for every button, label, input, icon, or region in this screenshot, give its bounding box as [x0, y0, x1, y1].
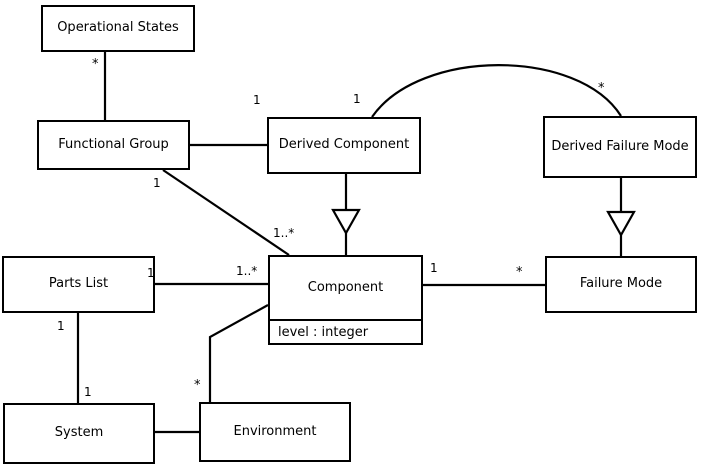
generalization-arrowheads	[331, 208, 636, 238]
class-box-derived-component[interactable]: Derived Component	[267, 117, 421, 174]
class-name-system: System	[54, 425, 104, 441]
class-attributes-compartment-component: level : integer	[270, 319, 421, 343]
class-name-compartment-failure-mode: Failure Mode	[547, 258, 695, 311]
class-name-compartment-derived-component: Derived Component	[269, 119, 419, 172]
class-box-derived-failure-mode[interactable]: Derived Failure Mode	[543, 116, 697, 178]
class-attribute-component-0: level : integer	[278, 324, 369, 340]
mult-component-failuremode: 1	[430, 261, 438, 275]
arrow-derivedcomponent-to-component	[331, 208, 361, 236]
mult-derivedfm-curve: *	[598, 81, 605, 96]
mult-system-partslist: 1	[84, 385, 92, 399]
class-name-compartment-environment: Environment	[201, 404, 349, 460]
class-box-functional-group[interactable]: Functional Group	[37, 120, 190, 170]
class-box-system[interactable]: System	[3, 403, 155, 464]
class-name-compartment-component: Component	[270, 257, 421, 319]
class-name-compartment-derived-failure-mode: Derived Failure Mode	[545, 118, 695, 176]
class-name-environment: Environment	[233, 423, 317, 439]
mult-failuremode-component: *	[516, 265, 523, 280]
class-box-environment[interactable]: Environment	[199, 402, 351, 462]
mult-component-fg: 1..*	[273, 226, 295, 240]
class-name-functional-group: Functional Group	[58, 136, 169, 152]
class-name-component: Component	[307, 279, 384, 295]
class-name-derived-component: Derived Component	[278, 137, 410, 153]
class-name-compartment-system: System	[5, 405, 153, 462]
mult-opstates-fg: *	[92, 57, 99, 72]
mult-environment-component: *	[194, 378, 201, 393]
mult-derivedcomp-curve: 1	[353, 92, 361, 106]
arrow-derivedfm-to-failuremode	[606, 210, 636, 238]
class-box-component[interactable]: Component level : integer	[268, 255, 423, 345]
class-box-failure-mode[interactable]: Failure Mode	[545, 256, 697, 313]
class-box-operational-states[interactable]: Operational States	[41, 5, 195, 52]
class-name-failure-mode: Failure Mode	[579, 276, 663, 292]
mult-fg-derivedcomponent: 1	[253, 93, 261, 107]
edge-environment-component	[208, 304, 269, 402]
mult-partslist-right: 1	[147, 266, 155, 280]
edge-functionalgroup-component	[162, 169, 290, 256]
edge-derivedcomponent-failuremode-curve	[371, 64, 622, 118]
mult-fg-component: 1	[153, 176, 161, 190]
class-name-compartment-functional-group: Functional Group	[39, 122, 188, 168]
class-name-compartment-operational-states: Operational States	[43, 7, 193, 50]
class-name-parts-list: Parts List	[48, 276, 109, 292]
class-name-operational-states: Operational States	[57, 20, 179, 36]
class-name-compartment-parts-list: Parts List	[4, 258, 153, 311]
class-name-derived-failure-mode: Derived Failure Mode	[551, 138, 689, 154]
mult-partslist-system: 1	[57, 319, 65, 333]
class-box-parts-list[interactable]: Parts List	[2, 256, 155, 313]
mult-partslist-component: 1..*	[236, 264, 258, 278]
edge-paths	[76, 52, 623, 434]
